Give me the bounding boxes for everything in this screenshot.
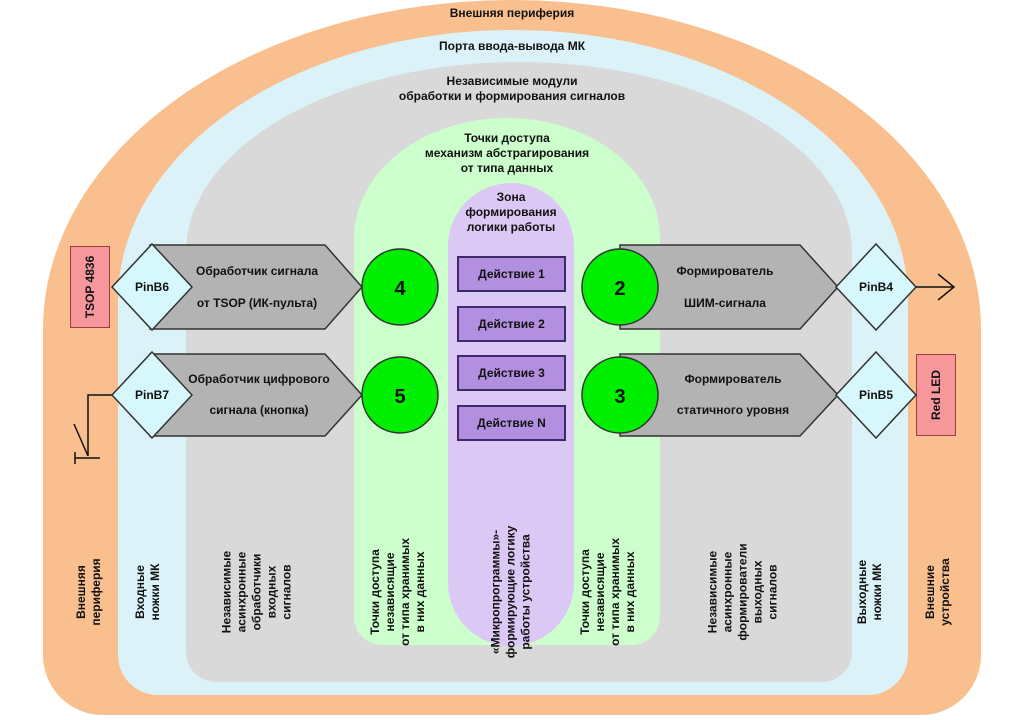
pwm-former-line2: ШИМ-сигнала — [684, 296, 766, 310]
pin-b6-label: PinB6 — [135, 280, 169, 294]
static-former-line2: статичного уровня — [677, 403, 789, 417]
button-switch-icon — [73, 394, 112, 464]
access-point-2-label: 2 — [614, 278, 625, 300]
pin-b7-label: PinB7 — [135, 388, 169, 402]
access-point-5-label: 5 — [394, 386, 405, 408]
pin-b4-label: PinB4 — [859, 280, 893, 294]
tsop-handler-line1: Обработчик сигнала — [196, 264, 318, 278]
pin-b7-diamond — [110, 350, 194, 440]
action-3: Действие 3 — [457, 355, 566, 391]
access-point-4 — [361, 248, 439, 326]
pin-b5-label: PinB5 — [859, 388, 893, 402]
tsop-sensor-device: TSOP 4836 — [70, 246, 110, 328]
logic-zone-title: Зона формирования логики работы — [465, 190, 557, 234]
access-point-2 — [581, 248, 659, 326]
output-arrow-icon — [916, 273, 956, 301]
modules-title: Независимые модули обработки и формирова… — [398, 74, 626, 103]
action-1: Действие 1 — [457, 256, 566, 292]
pwm-former-line1: Формирователь — [676, 264, 773, 278]
pin-b5-diamond — [834, 350, 918, 440]
outer-periphery-title: Внешняя периферия — [449, 6, 575, 20]
button-handler-line1: Обработчик цифрового — [188, 372, 329, 386]
access-points-title: Точки доступа механизм абстрагирования о… — [424, 131, 590, 175]
action-n: Действие N — [457, 405, 566, 441]
access-point-3-label: 3 — [614, 386, 625, 408]
access-point-4-label: 4 — [394, 278, 406, 300]
access-point-3 — [581, 356, 659, 434]
pin-b6-diamond — [110, 242, 194, 332]
action-2: Действие 2 — [457, 306, 566, 342]
access-point-5 — [361, 356, 439, 434]
tsop-handler-line2: от TSOP (ИК-пульта) — [197, 296, 317, 310]
pin-b4-diamond — [834, 242, 918, 332]
static-former-line1: Формирователь — [684, 372, 781, 386]
mcu-ports-title: Порта ввода-вывода МК — [438, 39, 586, 53]
button-handler-line2: сигнала (кнопка) — [209, 403, 308, 417]
